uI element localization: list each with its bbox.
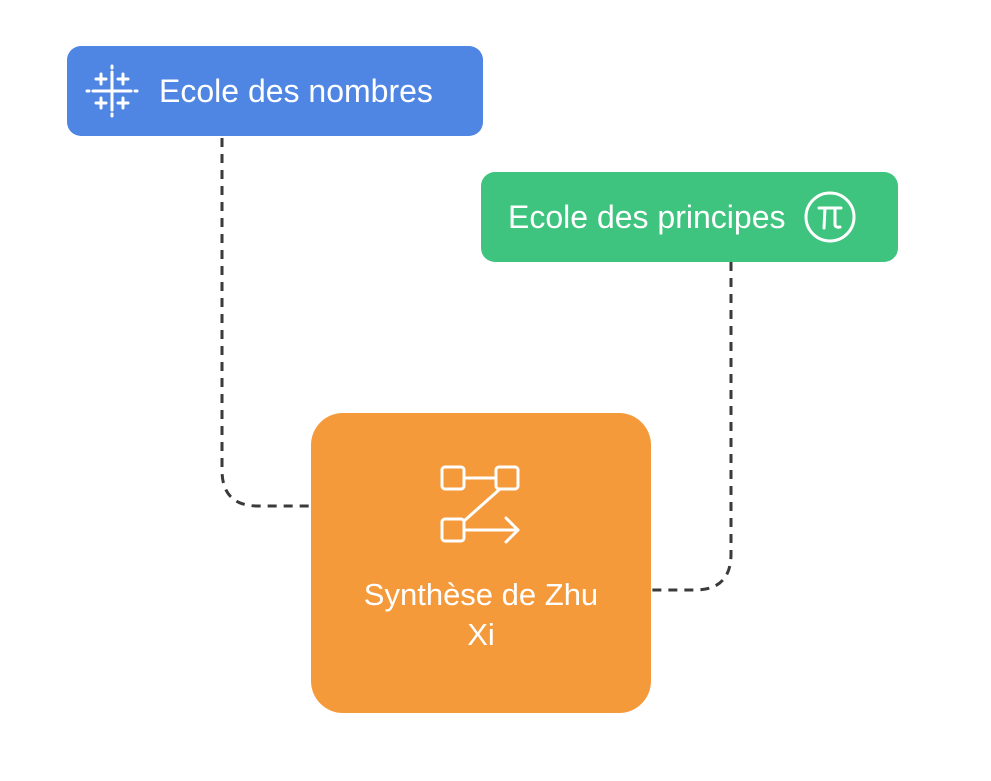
node-label-principes: Ecole des principes [508, 198, 786, 235]
edge-principes-to-synthese [651, 262, 733, 592]
flow-diagram-icon [440, 465, 520, 544]
edge-nombres-to-synthese [220, 138, 311, 508]
node-ecole-des-nombres[interactable]: Ecole des nombres [67, 46, 483, 136]
node-ecole-des-principes[interactable]: Ecole des principes [481, 172, 898, 262]
node-label-nombres: Ecole des nombres [159, 72, 433, 109]
node-synthese-de-zhu-xi[interactable]: Synthèse de Zhu Xi [311, 413, 651, 713]
tableau-cross-icon [85, 64, 139, 118]
pi-circle-icon [804, 191, 856, 243]
node-label-synthese: Synthèse de Zhu Xi [363, 577, 599, 652]
